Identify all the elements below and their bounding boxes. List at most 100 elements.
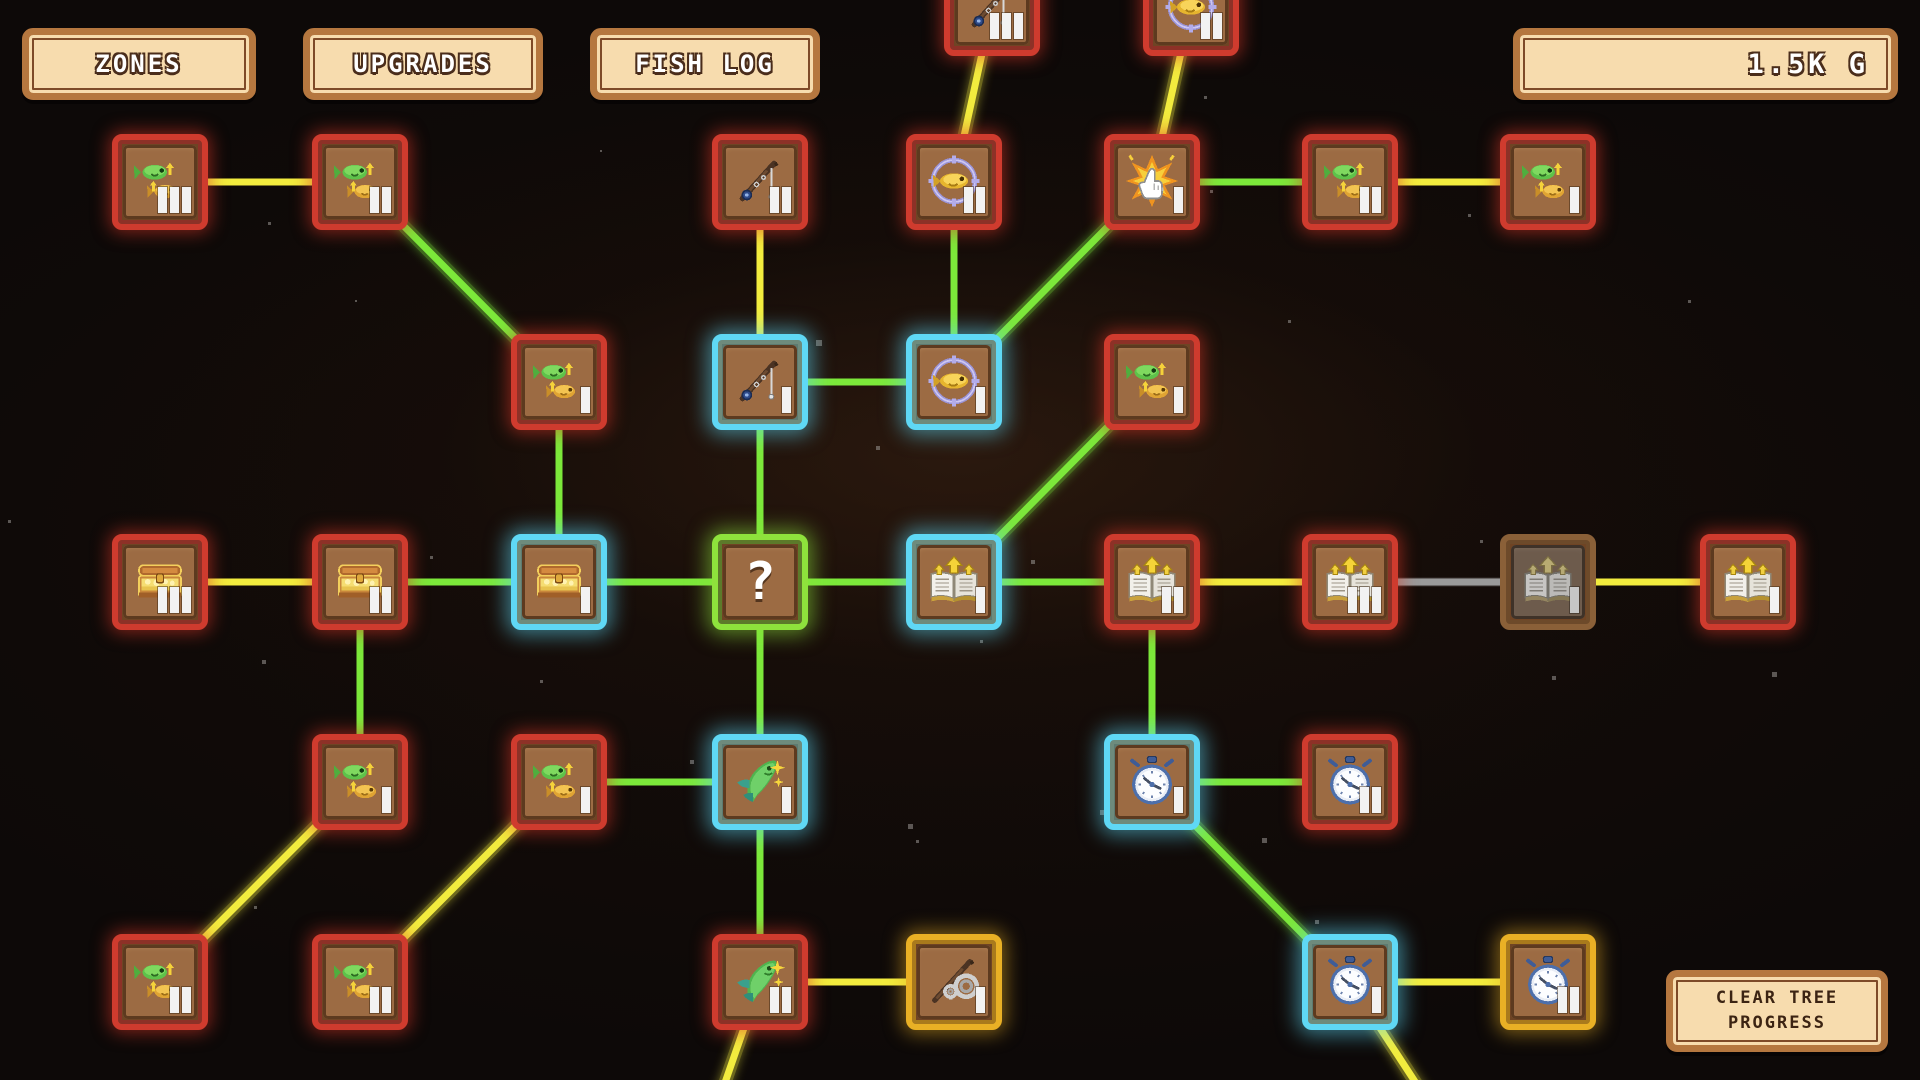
- skill-node-question-mark[interactable]: ?: [712, 534, 808, 630]
- node-inner: [1115, 145, 1189, 219]
- node-inner: [1115, 545, 1189, 619]
- node-level-pips: [1372, 987, 1381, 1013]
- node-level-pips: [370, 187, 391, 213]
- skill-node-two-fish[interactable]: [1104, 334, 1200, 430]
- node-inner: [323, 545, 397, 619]
- click-burst-icon: [1125, 154, 1179, 207]
- level-pip: [182, 987, 191, 1013]
- node-inner: [1511, 145, 1585, 219]
- level-pip: [581, 787, 590, 813]
- question-mark-icon: ?: [744, 552, 776, 612]
- node-level-pips: [1174, 187, 1183, 213]
- level-pip: [964, 187, 973, 213]
- node-level-pips: [976, 987, 985, 1013]
- level-pip: [1372, 587, 1381, 613]
- level-pip: [158, 187, 167, 213]
- clear-tree-progress-button[interactable]: CLEAR TREE PROGRESS: [1666, 970, 1888, 1052]
- node-level-pips: [782, 787, 791, 813]
- clear-button-line-2: PROGRESS: [1728, 1013, 1826, 1033]
- skill-node-fish-radar[interactable]: [906, 334, 1002, 430]
- top-toolbar: ZONES UPGRADES FISH LOG 1.5K G: [0, 0, 1920, 125]
- skill-node-treasure-chest[interactable]: [511, 534, 607, 630]
- skill-node-two-fish[interactable]: [1302, 134, 1398, 230]
- node-inner: [123, 945, 197, 1019]
- xp-book-icon: [1524, 555, 1572, 602]
- xp-book-icon: [1724, 555, 1772, 602]
- node-level-pips: [581, 787, 590, 813]
- skill-node-fish-star[interactable]: [712, 734, 808, 830]
- node-level-pips: [158, 187, 191, 213]
- node-level-pips: [581, 587, 590, 613]
- zones-button[interactable]: ZONES: [22, 28, 256, 100]
- skill-node-xp-book[interactable]: [1500, 534, 1596, 630]
- skill-node-two-fish[interactable]: [511, 334, 607, 430]
- skill-node-two-fish[interactable]: [312, 134, 408, 230]
- level-pip: [782, 187, 791, 213]
- treasure-chest-icon: [537, 563, 581, 598]
- level-pip: [1570, 187, 1579, 213]
- skill-node-fishing-rod[interactable]: [712, 134, 808, 230]
- skill-node-xp-book[interactable]: [1700, 534, 1796, 630]
- skill-node-stopwatch[interactable]: [1302, 934, 1398, 1030]
- level-pip: [581, 587, 590, 613]
- node-inner: [323, 945, 397, 1019]
- skill-node-fishing-rod[interactable]: [712, 334, 808, 430]
- two-fish-icon: [333, 762, 377, 798]
- level-pip: [382, 987, 391, 1013]
- skill-node-two-fish[interactable]: [511, 734, 607, 830]
- node-level-pips: [158, 587, 191, 613]
- skill-node-stopwatch[interactable]: [1104, 734, 1200, 830]
- node-inner: [723, 745, 797, 819]
- skill-node-two-fish[interactable]: [312, 934, 408, 1030]
- skill-node-two-fish[interactable]: [112, 134, 208, 230]
- node-level-pips: [1174, 787, 1183, 813]
- node-inner: [323, 745, 397, 819]
- two-fish-icon: [532, 362, 576, 398]
- node-inner: [917, 345, 991, 419]
- skill-node-fish-star[interactable]: [712, 934, 808, 1030]
- node-inner: [1115, 745, 1189, 819]
- node-level-pips: [1162, 587, 1183, 613]
- skill-node-reel-gear[interactable]: [906, 934, 1002, 1030]
- level-pip: [370, 187, 379, 213]
- node-inner: [1511, 945, 1585, 1019]
- skill-node-stopwatch[interactable]: [1500, 934, 1596, 1030]
- node-level-pips: [1360, 187, 1381, 213]
- fish-log-button[interactable]: FISH LOG: [590, 28, 820, 100]
- node-level-pips: [770, 987, 791, 1013]
- level-pip: [770, 187, 779, 213]
- level-pip: [1360, 187, 1369, 213]
- skill-node-fish-radar[interactable]: [906, 134, 1002, 230]
- node-level-pips: [770, 187, 791, 213]
- level-pip: [1372, 187, 1381, 213]
- skill-node-treasure-chest[interactable]: [312, 534, 408, 630]
- node-inner: ?: [723, 545, 797, 619]
- skill-node-xp-book[interactable]: [1302, 534, 1398, 630]
- skill-node-click-burst[interactable]: [1104, 134, 1200, 230]
- node-inner: [1711, 545, 1785, 619]
- node-level-pips: [1360, 787, 1381, 813]
- node-inner: [723, 345, 797, 419]
- level-pip: [1360, 587, 1369, 613]
- skill-node-two-fish[interactable]: [312, 734, 408, 830]
- level-pip: [1360, 787, 1369, 813]
- stopwatch-icon: [1130, 755, 1174, 804]
- skill-node-xp-book[interactable]: [1104, 534, 1200, 630]
- upgrades-button[interactable]: UPGRADES: [303, 28, 543, 100]
- level-pip: [182, 587, 191, 613]
- fish-star-icon: [737, 759, 786, 802]
- skill-node-two-fish[interactable]: [1500, 134, 1596, 230]
- level-pip: [1174, 387, 1183, 413]
- level-pip: [1162, 587, 1171, 613]
- level-pip: [370, 987, 379, 1013]
- node-level-pips: [782, 387, 791, 413]
- skill-node-two-fish[interactable]: [112, 934, 208, 1030]
- node-level-pips: [1174, 387, 1183, 413]
- level-pip: [170, 987, 179, 1013]
- level-pip: [1174, 787, 1183, 813]
- skill-node-xp-book[interactable]: [906, 534, 1002, 630]
- level-pip: [382, 187, 391, 213]
- skill-node-treasure-chest[interactable]: [112, 534, 208, 630]
- skill-node-stopwatch[interactable]: [1302, 734, 1398, 830]
